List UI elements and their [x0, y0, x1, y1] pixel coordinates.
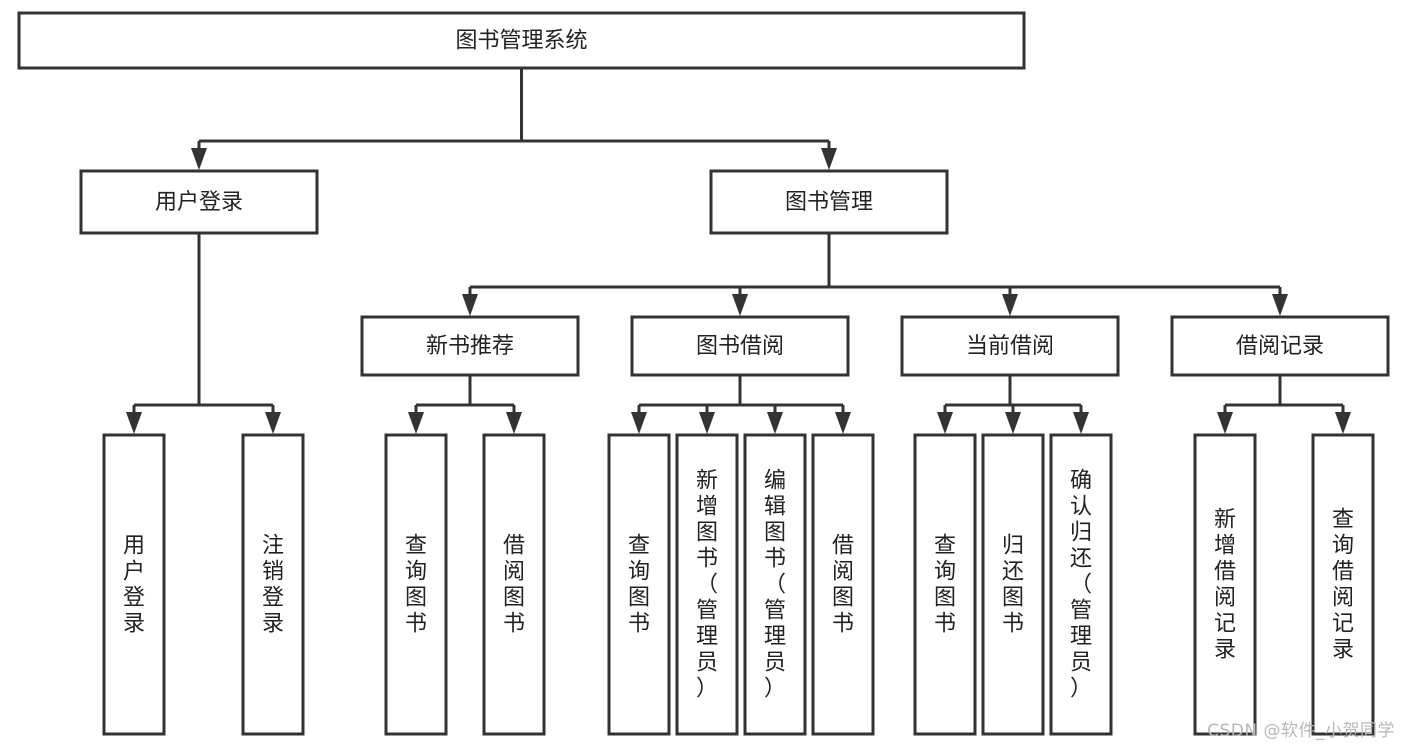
arrowhead-leaf-user-login — [126, 412, 142, 434]
arrowhead-new-book-recommend — [462, 294, 478, 316]
connectors-layer — [126, 68, 1351, 434]
node-label-user-login: 用户登录 — [155, 190, 243, 215]
arrowhead-leaf-add-record — [1217, 412, 1233, 434]
node-leaf-return-book[interactable]: 归还图书 — [981, 433, 1045, 736]
node-box-leaf-query-record — [1311, 433, 1375, 736]
node-label-leaf-query-book-1: 查询图书 — [405, 534, 427, 637]
node-label-leaf-query-book-3: 查询图书 — [934, 534, 956, 637]
nodes-layer: 图书管理系统用户登录图书管理新书推荐图书借阅当前借阅借阅记录用户登录注销登录查询… — [17, 11, 1390, 736]
arrowhead-leaf-edit-book — [767, 412, 783, 434]
node-leaf-query-book-1[interactable]: 查询图书 — [384, 433, 448, 736]
node-box-leaf-logout-login — [241, 433, 305, 736]
node-leaf-borrow-book-1[interactable]: 借阅图书 — [482, 433, 546, 736]
node-user-login[interactable]: 用户登录 — [79, 169, 319, 235]
node-box-leaf-confirm-return — [1049, 433, 1113, 736]
arrowhead-leaf-logout-login — [265, 412, 281, 434]
node-label-new-book-recommend: 新书推荐 — [426, 334, 514, 359]
node-label-leaf-logout-login: 注销登录 — [262, 534, 284, 637]
node-label-current-borrow: 当前借阅 — [966, 334, 1054, 359]
arrowhead-leaf-query-record — [1335, 412, 1351, 434]
arrowhead-leaf-query-book-2 — [631, 412, 647, 434]
arrowhead-borrow-record — [1272, 294, 1288, 316]
node-label-leaf-borrow-book-1: 借阅图书 — [503, 534, 525, 637]
node-leaf-add-record[interactable]: 新增借阅记录 — [1193, 433, 1257, 736]
node-box-leaf-add-book — [675, 433, 739, 736]
node-box-leaf-add-record — [1193, 433, 1257, 736]
node-leaf-borrow-book-2[interactable]: 借阅图书 — [811, 433, 875, 736]
node-box-leaf-edit-book — [743, 433, 807, 736]
node-box-leaf-query-book-2 — [607, 433, 671, 736]
node-leaf-query-book-2[interactable]: 查询图书 — [607, 433, 671, 736]
node-box-root — [17, 11, 1026, 70]
node-leaf-query-book-3[interactable]: 查询图书 — [913, 433, 977, 736]
node-box-book-borrow — [630, 315, 850, 377]
arrowhead-current-borrow — [1002, 294, 1018, 316]
node-label-borrow-record: 借阅记录 — [1236, 334, 1324, 359]
node-leaf-query-record[interactable]: 查询借阅记录 — [1311, 433, 1375, 736]
node-label-leaf-return-book: 归还图书 — [1002, 534, 1024, 637]
node-box-current-borrow — [900, 315, 1120, 377]
node-label-leaf-edit-book: 编辑图书（管理员） — [764, 469, 786, 702]
arrowhead-leaf-query-book-3 — [937, 412, 953, 434]
arrowhead-leaf-borrow-book-2 — [835, 412, 851, 434]
node-current-borrow[interactable]: 当前借阅 — [900, 315, 1120, 377]
node-label-leaf-query-record: 查询借阅记录 — [1332, 508, 1354, 663]
arrowhead-leaf-confirm-return — [1073, 412, 1089, 434]
node-leaf-edit-book[interactable]: 编辑图书（管理员） — [743, 433, 807, 736]
node-label-leaf-add-record: 新增借阅记录 — [1214, 508, 1236, 663]
node-leaf-user-login[interactable]: 用户登录 — [102, 433, 166, 736]
node-label-leaf-confirm-return: 确认归还（管理员） — [1070, 469, 1092, 702]
node-box-leaf-user-login — [102, 433, 166, 736]
arrowhead-book-manage — [821, 148, 837, 170]
node-label-book-borrow: 图书借阅 — [696, 334, 784, 359]
node-root[interactable]: 图书管理系统 — [17, 11, 1026, 70]
arrowhead-leaf-add-book — [699, 412, 715, 434]
node-leaf-confirm-return[interactable]: 确认归还（管理员） — [1049, 433, 1113, 736]
arrowhead-book-borrow — [732, 294, 748, 316]
arrowhead-user-login — [191, 148, 207, 170]
node-box-leaf-return-book — [981, 433, 1045, 736]
node-borrow-record[interactable]: 借阅记录 — [1170, 315, 1390, 377]
arrowhead-leaf-query-book-1 — [408, 412, 424, 434]
node-book-manage[interactable]: 图书管理 — [709, 169, 949, 235]
node-box-new-book-recommend — [360, 315, 580, 377]
node-book-borrow[interactable]: 图书借阅 — [630, 315, 850, 377]
node-box-leaf-query-book-3 — [913, 433, 977, 736]
node-label-leaf-add-book: 新增图书（管理员） — [696, 469, 718, 702]
node-box-user-login — [79, 169, 319, 235]
node-box-leaf-query-book-1 — [384, 433, 448, 736]
node-box-borrow-record — [1170, 315, 1390, 377]
node-label-leaf-query-book-2: 查询图书 — [628, 534, 650, 637]
arrowhead-leaf-return-book — [1005, 412, 1021, 434]
node-label-root: 图书管理系统 — [455, 29, 587, 54]
node-leaf-add-book[interactable]: 新增图书（管理员） — [675, 433, 739, 736]
node-box-leaf-borrow-book-1 — [482, 433, 546, 736]
node-label-leaf-user-login: 用户登录 — [123, 534, 145, 637]
node-box-book-manage — [709, 169, 949, 235]
node-leaf-logout-login[interactable]: 注销登录 — [241, 433, 305, 736]
arrowhead-leaf-borrow-book-1 — [506, 412, 522, 434]
node-new-book-recommend[interactable]: 新书推荐 — [360, 315, 580, 377]
node-box-leaf-borrow-book-2 — [811, 433, 875, 736]
node-label-book-manage: 图书管理 — [785, 190, 873, 215]
node-label-leaf-borrow-book-2: 借阅图书 — [832, 534, 854, 637]
